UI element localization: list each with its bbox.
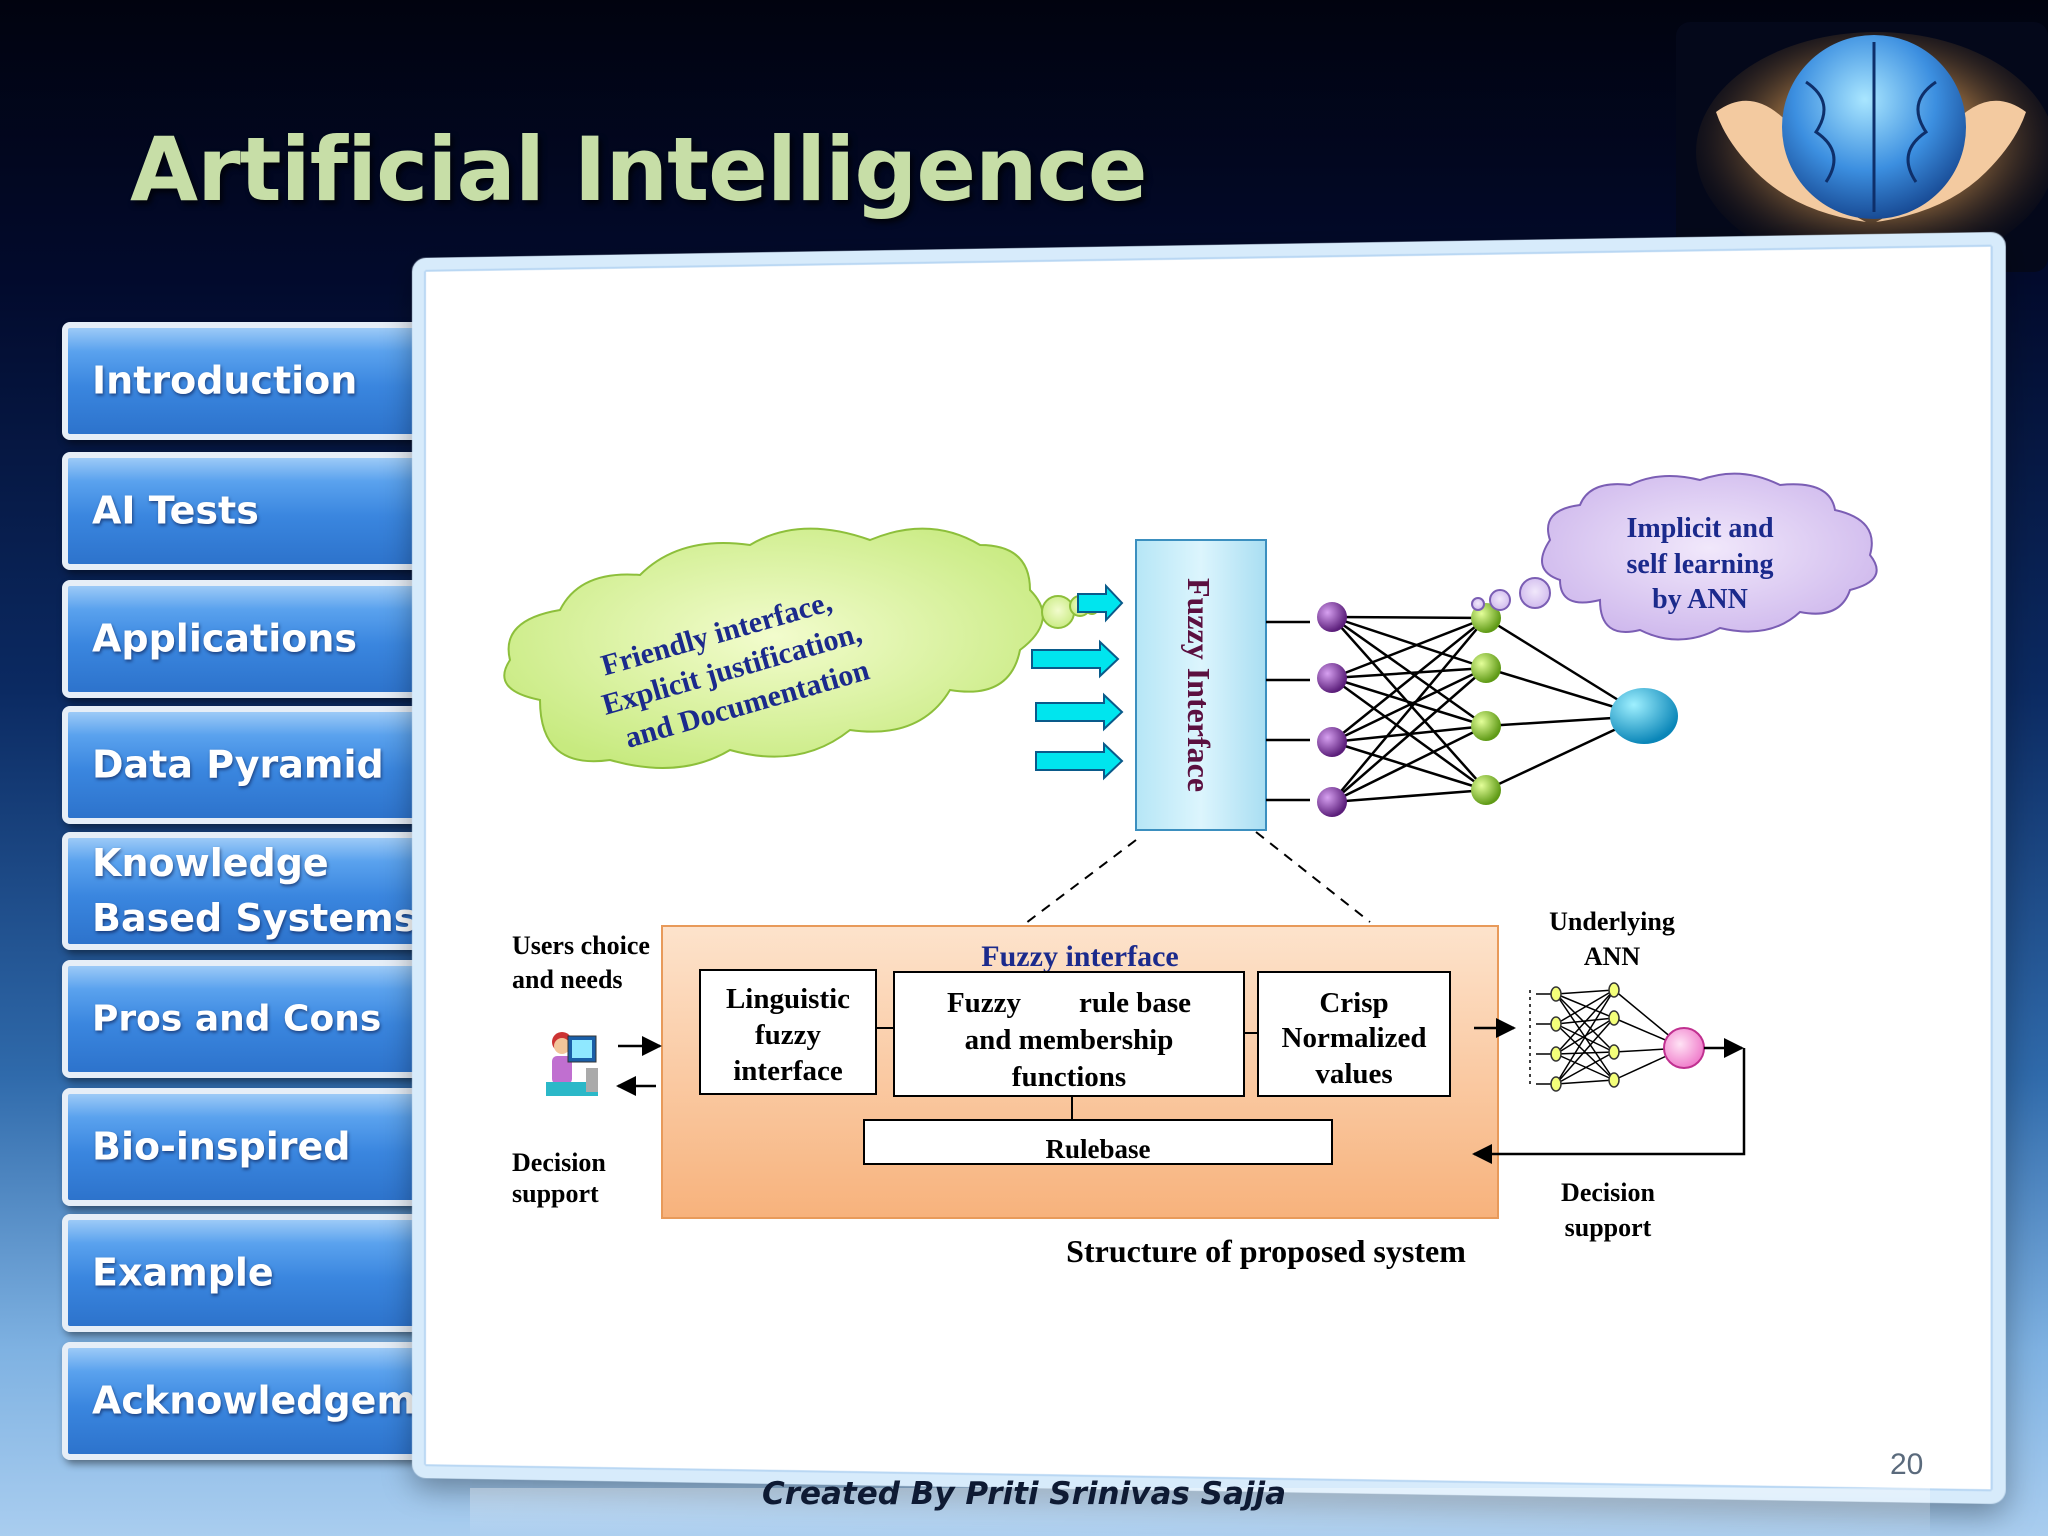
cloud-right-line-1: Implicit and — [1626, 513, 1773, 544]
ann-small — [1529, 982, 1705, 1092]
nav-item-label: Data Pyramid — [92, 742, 384, 787]
nav-item-label: Knowledge Based Systems — [92, 841, 417, 940]
user-at-computer-icon — [546, 1032, 598, 1096]
underlying-ann-line-2: ANN — [1584, 942, 1641, 971]
page-title: Artificial Intelligence — [130, 118, 1147, 221]
nav-item-example[interactable]: Example — [62, 1214, 458, 1332]
box-linguistic-line-3: interface — [733, 1055, 843, 1087]
box-rule-line-2: and membership — [965, 1024, 1174, 1056]
nav-item-label: Introduction — [92, 358, 358, 403]
users-choice-line-2: and needs — [512, 965, 623, 994]
diagram-caption: Structure of proposed system — [1066, 1233, 1466, 1269]
panel-reflection — [470, 1488, 1930, 1536]
input-arrows — [1031, 583, 1124, 781]
credit-footer: Created By Priti Srinivas Sajja — [761, 1476, 1287, 1512]
nav-item-label: AI Tests — [92, 488, 259, 533]
box-crisp-line-2: Normalized — [1282, 1022, 1427, 1054]
fuzzy-interface-vertical-label: Fuzzy Interface — [1181, 578, 1217, 792]
fuzzy-interface-heading: Fuzzy interface — [981, 940, 1178, 973]
nav-item-label: Applications — [92, 616, 357, 661]
brain-in-hands-image — [1676, 22, 2048, 272]
nav-item-label: Bio-inspired — [92, 1124, 351, 1169]
nav-item-label: Example — [92, 1250, 274, 1295]
nav-item-pros-and-cons[interactable]: Pros and Cons — [62, 960, 448, 1078]
cloud-right-line-3: by ANN — [1652, 584, 1748, 615]
cloud-right: Implicit and self learning by ANN — [1471, 472, 1878, 641]
box-crisp-line-3: values — [1315, 1058, 1392, 1090]
nav-item-applications[interactable]: Applications — [62, 580, 434, 698]
box-rule-line-1: Fuzzy rule base — [947, 987, 1191, 1019]
decision-support-left-line-1: Decision — [512, 1148, 606, 1177]
nav-item-bio-inspired[interactable]: Bio-inspired — [62, 1088, 452, 1206]
underlying-ann-line-1: Underlying — [1549, 907, 1675, 936]
decision-support-right-line-2: support — [1565, 1213, 1652, 1242]
nav-item-knowledge-based-systems[interactable]: Knowledge Based Systems — [62, 832, 444, 950]
dashed-connectors — [1021, 831, 1371, 927]
box-rule-line-3: functions — [1012, 1061, 1126, 1093]
users-choice-line-1: Users choice — [512, 931, 650, 960]
fuzzy-structure-box: Fuzzy interface Linguistic fuzzy interfa… — [661, 925, 1499, 1219]
box-crisp-line-1: Crisp — [1319, 987, 1388, 1019]
decision-support-left-line-2: support — [512, 1179, 599, 1208]
box-linguistic-line-1: Linguistic — [726, 983, 850, 1015]
nav-item-introduction[interactable]: Introduction — [62, 322, 422, 440]
cloud-left: Friendly interface, Explicit justificati… — [503, 527, 1099, 769]
rulebase-label: Rulebase — [1045, 1134, 1150, 1164]
decision-support-right-line-1: Decision — [1561, 1178, 1655, 1207]
fuzzy-interface-box: Fuzzy Interface — [1135, 539, 1267, 831]
nav-item-label: Pros and Cons — [92, 998, 382, 1040]
cloud-right-line-2: self learning — [1627, 549, 1774, 580]
ann-top — [1266, 602, 1678, 817]
page-number: 20 — [1890, 1448, 1924, 1481]
box-linguistic-line-2: fuzzy — [755, 1019, 822, 1051]
